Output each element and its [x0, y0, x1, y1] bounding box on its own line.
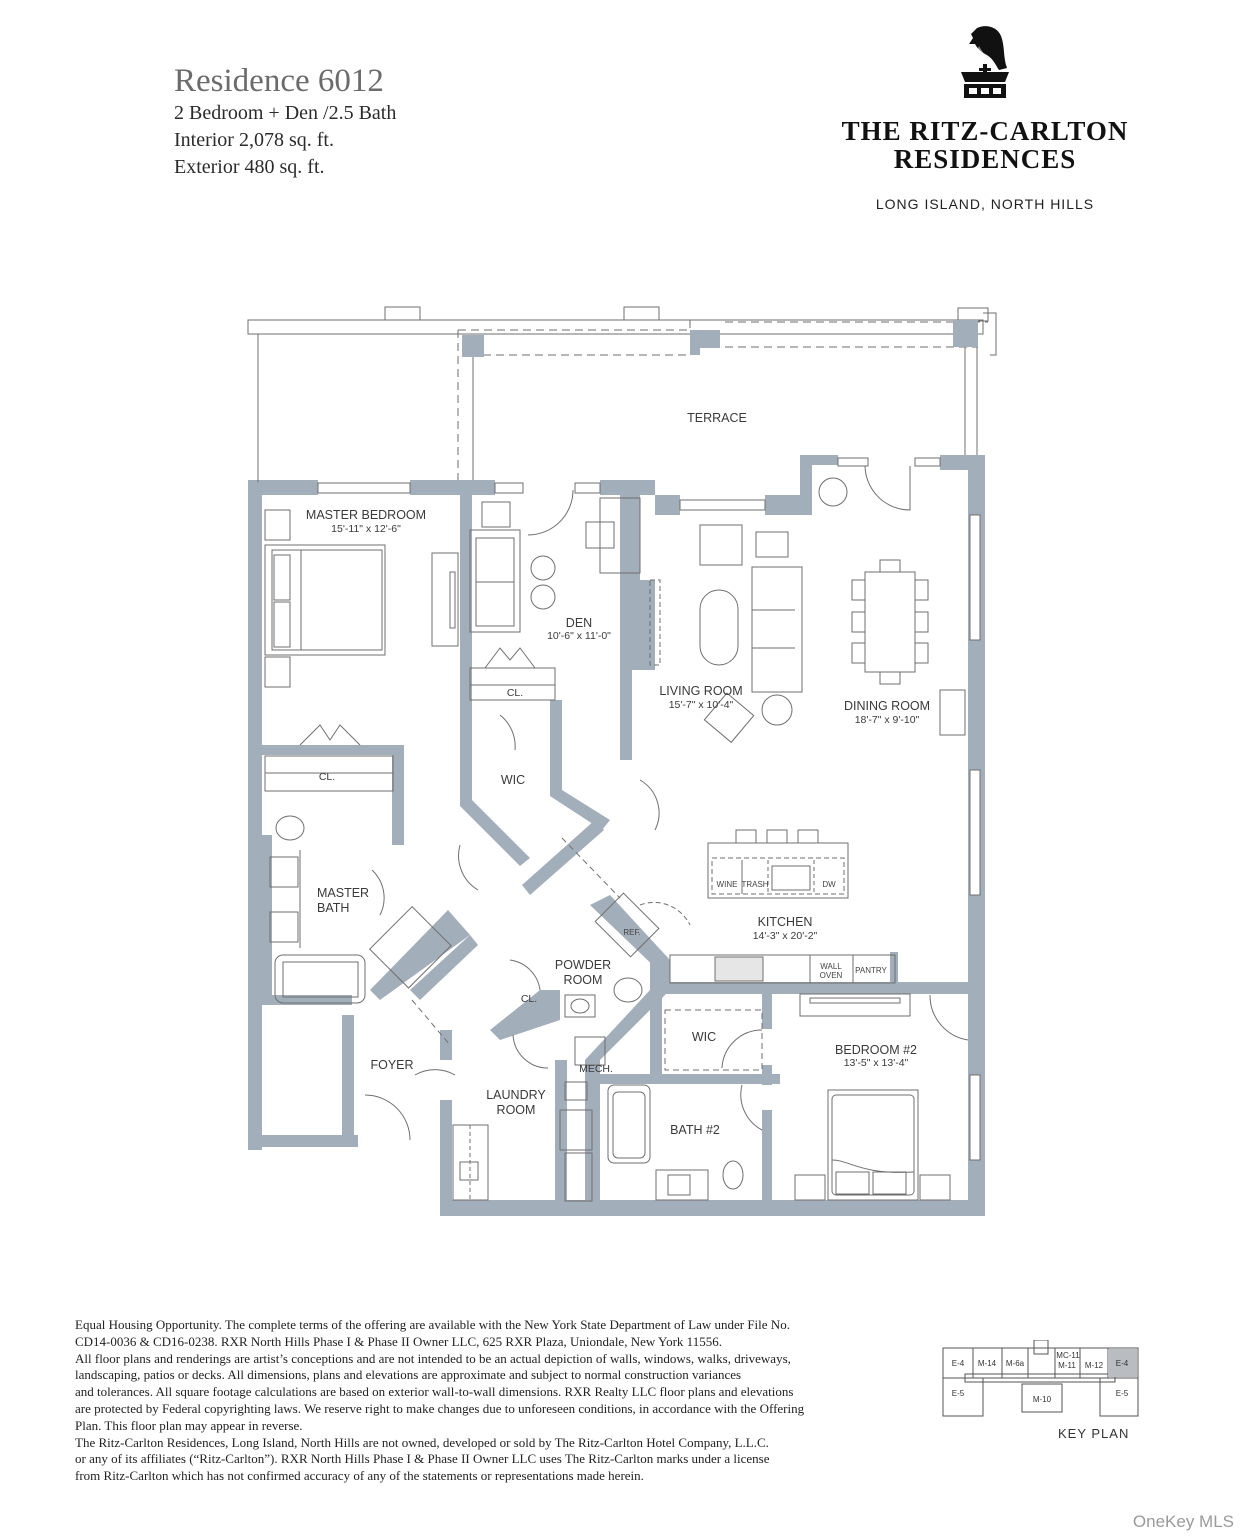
lion-crown-icon: [955, 24, 1015, 104]
bedroom-2-dims: 13'-5" x 13'-4": [844, 1057, 909, 1069]
dw-label: DW: [822, 880, 836, 889]
disclaimer-line: Equal Housing Opportunity. The complete …: [75, 1317, 790, 1332]
key-plan: E-4 M-14 M-6a MC-11 M-11 M-12 E-4 E-5 M-…: [940, 1339, 1140, 1441]
key-unit: E-5: [952, 1389, 965, 1398]
terrace-rail: [247, 319, 984, 335]
key-unit: E-4: [952, 1359, 965, 1368]
key-unit: M-6a: [1006, 1359, 1025, 1368]
exterior-area: Exterior 480 sq. ft.: [174, 156, 325, 178]
dining-room-label: DINING ROOM: [844, 699, 930, 713]
trash-label: TRASH: [741, 880, 768, 889]
brand-name-line2: RESIDENCES: [893, 144, 1077, 174]
wall-oven-label-1: WALL: [820, 962, 842, 971]
dining-room-dims: 18'-7" x 9'-10": [855, 714, 920, 726]
mech-label: MECH.: [579, 1063, 613, 1075]
wine-label: WINE: [717, 880, 738, 889]
disclaimer-line: or any of its affiliates (“Ritz-Carlton”…: [75, 1451, 770, 1467]
bath-2-label: BATH #2: [670, 1123, 720, 1137]
key-unit: M-12: [1085, 1361, 1104, 1370]
residence-title: Residence 6012: [174, 63, 384, 99]
layout-text: 2 Bedroom + Den /2.5 Bath: [174, 102, 397, 124]
closet-den-label: CL.: [507, 687, 523, 699]
kitchen-dims: 14'-3" x 20'-2": [753, 930, 818, 942]
master-bedroom-label: MASTER BEDROOM: [306, 508, 426, 522]
wic-bedroom2-label: WIC: [692, 1030, 716, 1044]
disclaimer-line: landscaping, patios or decks. All dimens…: [75, 1367, 742, 1383]
master-bath-label-2: BATH: [317, 901, 349, 915]
key-unit-highlighted: E-4: [1116, 1359, 1129, 1368]
powder-room-label-2: ROOM: [564, 973, 603, 987]
living-room-dims: 15'-7" x 10'-4": [669, 699, 734, 711]
disclaimer-line: The Ritz-Carlton Residences, Long Island…: [75, 1434, 769, 1450]
key-unit: M-14: [978, 1359, 997, 1368]
laundry-label-1: LAUNDRY: [486, 1088, 546, 1102]
interior-area: Interior 2,078 sq. ft.: [174, 129, 334, 151]
brand-block: THE RITZ-CARLTON RESIDENCES LONG ISLAND,…: [820, 24, 1150, 212]
master-bedroom-dims: 15'-11" x 12'-6": [331, 523, 401, 535]
key-unit: M-10: [1033, 1395, 1052, 1404]
den-label: DEN: [566, 616, 592, 630]
closet-powder-label: CL.: [521, 993, 537, 1005]
key-unit: M-11: [1058, 1361, 1076, 1370]
wall-oven-label-2: OVEN: [820, 971, 843, 980]
key-unit: MC-11: [1056, 1351, 1080, 1360]
master-bath-label-1: MASTER: [317, 886, 369, 900]
key-plan-label: KEY PLAN: [1058, 1426, 1130, 1441]
kitchen-label: KITCHEN: [758, 915, 813, 929]
ref-label: REF.: [623, 928, 640, 937]
bedroom-2-label: BEDROOM #2: [835, 1043, 917, 1057]
disclaimer-line: All floor plans and renderings are artis…: [75, 1350, 791, 1366]
key-unit: E-5: [1116, 1389, 1129, 1398]
laundry-label-2: ROOM: [497, 1103, 536, 1117]
foyer-label: FOYER: [370, 1058, 413, 1072]
disclaimer-line: are protected by Federal copyrighting la…: [75, 1400, 805, 1416]
disclaimer-line: Plan. This floor plan may appear in reve…: [75, 1417, 303, 1433]
disclaimer-line: CD14-0036 & CD16-0238. RXR North Hills P…: [75, 1333, 722, 1349]
brand-name-line1: THE RITZ-CARLTON: [841, 116, 1129, 146]
wic-master-label: WIC: [501, 773, 525, 787]
den-dims: 10'-6" x 11'-0": [547, 630, 611, 642]
brand-location: LONG ISLAND, NORTH HILLS: [875, 196, 1095, 212]
watermark: OneKey MLS: [1132, 1512, 1234, 1531]
living-room-label: LIVING ROOM: [659, 684, 742, 698]
floor-plan: TERRACE MASTER BEDROOM 15'-11" x 12'-6" …: [247, 306, 997, 1216]
disclaimer-line: and tolerances. All square footage calcu…: [75, 1384, 794, 1400]
closet-master-label: CL.: [319, 771, 335, 783]
residence-header: Residence 6012 2 Bedroom + Den /2.5 Bath…: [174, 62, 396, 181]
key-plan-diagram: E-4 M-14 M-6a MC-11 M-11 M-12 E-4 E-5 M-…: [942, 1339, 1139, 1417]
disclaimer-line: from Ritz-Carlton which has not confirme…: [75, 1468, 644, 1484]
powder-room-label-1: POWDER: [555, 958, 611, 972]
terrace-label: TERRACE: [687, 411, 747, 425]
legal-disclaimer: Equal Housing Opportunity. The complete …: [75, 1317, 895, 1485]
pantry-label: PANTRY: [855, 966, 887, 975]
